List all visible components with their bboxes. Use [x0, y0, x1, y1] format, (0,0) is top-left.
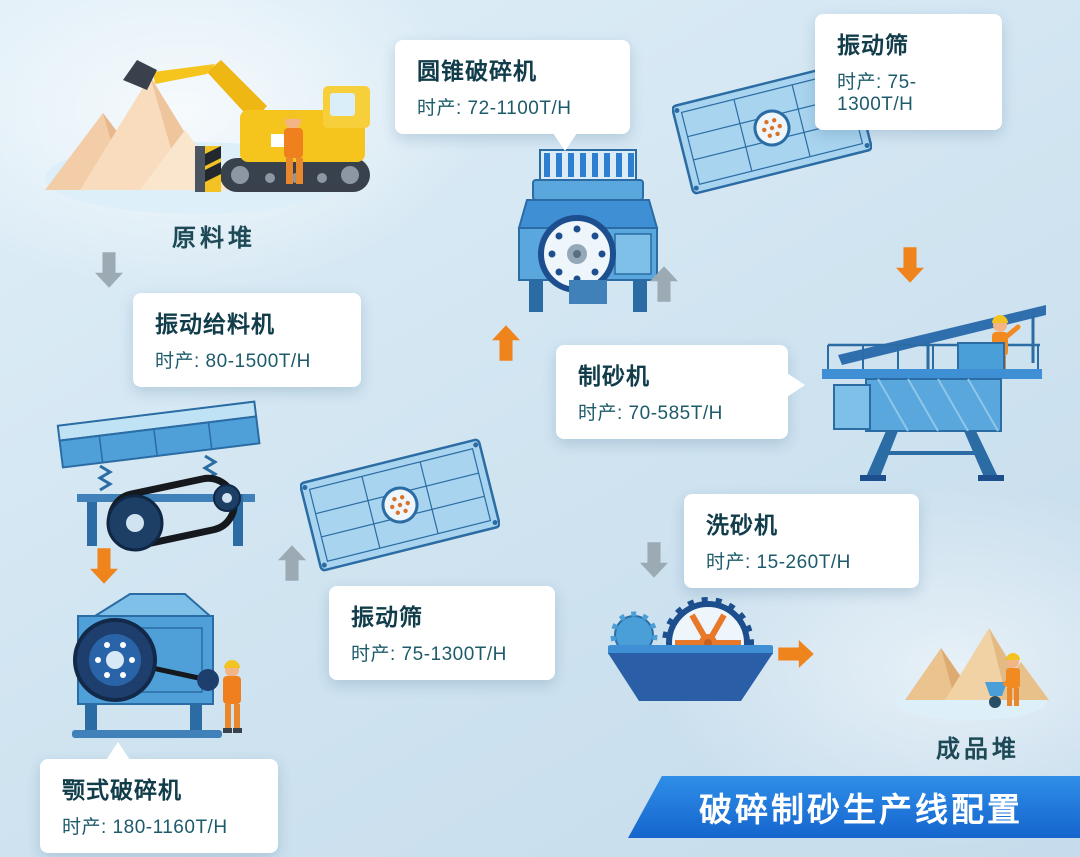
product-pile-label: 成品堆: [936, 736, 1020, 763]
station-name-feeder: 振动给料机: [155, 311, 275, 337]
station-card-jaw-crusher: 颚式破碎机 时产: 180-1160T/H: [40, 742, 278, 853]
station-capacity-sand-washer: 时产: 15-260T/H: [706, 552, 851, 573]
flow-arrow-jaw-to-screen: [278, 545, 306, 581]
flow-arrow-cone-to-screen-top: [650, 266, 678, 302]
product-pile-illustration: [895, 628, 1049, 720]
sand-maker-illustration: [822, 305, 1046, 481]
flow-arrow-screen-to-cone: [492, 325, 520, 361]
station-name-screen-mid: 振动筛: [351, 604, 423, 630]
station-capacity-sand-maker: 时产: 70-585T/H: [578, 403, 723, 424]
excavator-illustration: [45, 60, 370, 214]
diagram-title-banner: 破碎制砂生产线配置: [628, 776, 1080, 838]
label-pointer: [553, 133, 577, 151]
station-capacity-cone-crusher: 时产: 72-1100T/H: [417, 98, 572, 119]
raw-pile-label: 原料堆: [172, 225, 256, 252]
station-card-cone-crusher: 圆锥破碎机 时产: 72-1100T/H: [395, 40, 630, 151]
flow-arrow-screen-top-to-sand-maker: [896, 247, 924, 283]
station-name-sand-washer: 洗砂机: [706, 512, 778, 538]
flow-arrow-raw-to-feeder: [95, 252, 123, 288]
flow-arrow-sand-maker-to-washer: [640, 542, 668, 578]
station-name-cone-crusher: 圆锥破碎机: [417, 58, 537, 84]
station-capacity-jaw-crusher: 时产: 180-1160T/H: [62, 817, 228, 838]
vibrating-screen-mid-illustration: [300, 438, 500, 572]
station-name-jaw-crusher: 颚式破碎机: [62, 777, 182, 803]
label-pointer: [787, 373, 805, 397]
station-card-sand-maker: 制砂机 时产: 70-585T/H: [556, 345, 805, 439]
station-capacity-feeder: 时产: 80-1500T/H: [155, 351, 311, 372]
vibrating-feeder-illustration: [56, 400, 261, 552]
cone-crusher-illustration: [517, 149, 659, 312]
sand-washer-illustration: [608, 597, 773, 701]
station-card-feeder: 振动给料机 时产: 80-1500T/H: [133, 293, 361, 387]
station-card-screen-top: 振动筛 时产: 75-1300T/H: [815, 14, 1002, 130]
station-capacity-screen-top: 时产: 75-1300T/H: [837, 72, 917, 115]
station-card-screen-mid: 振动筛 时产: 75-1300T/H: [329, 586, 555, 680]
station-name-screen-top: 振动筛: [837, 32, 909, 58]
station-card-sand-washer: 洗砂机 时产: 15-260T/H: [684, 494, 919, 588]
label-pointer: [106, 742, 130, 760]
jaw-crusher-illustration: [72, 593, 242, 738]
station-capacity-screen-mid: 时产: 75-1300T/H: [351, 644, 507, 665]
station-name-sand-maker: 制砂机: [578, 363, 650, 389]
flow-arrow-feeder-to-jaw: [90, 548, 118, 584]
diagram-title: 破碎制砂生产线配置: [699, 791, 1023, 828]
flow-arrow-washer-to-product: [778, 640, 814, 668]
